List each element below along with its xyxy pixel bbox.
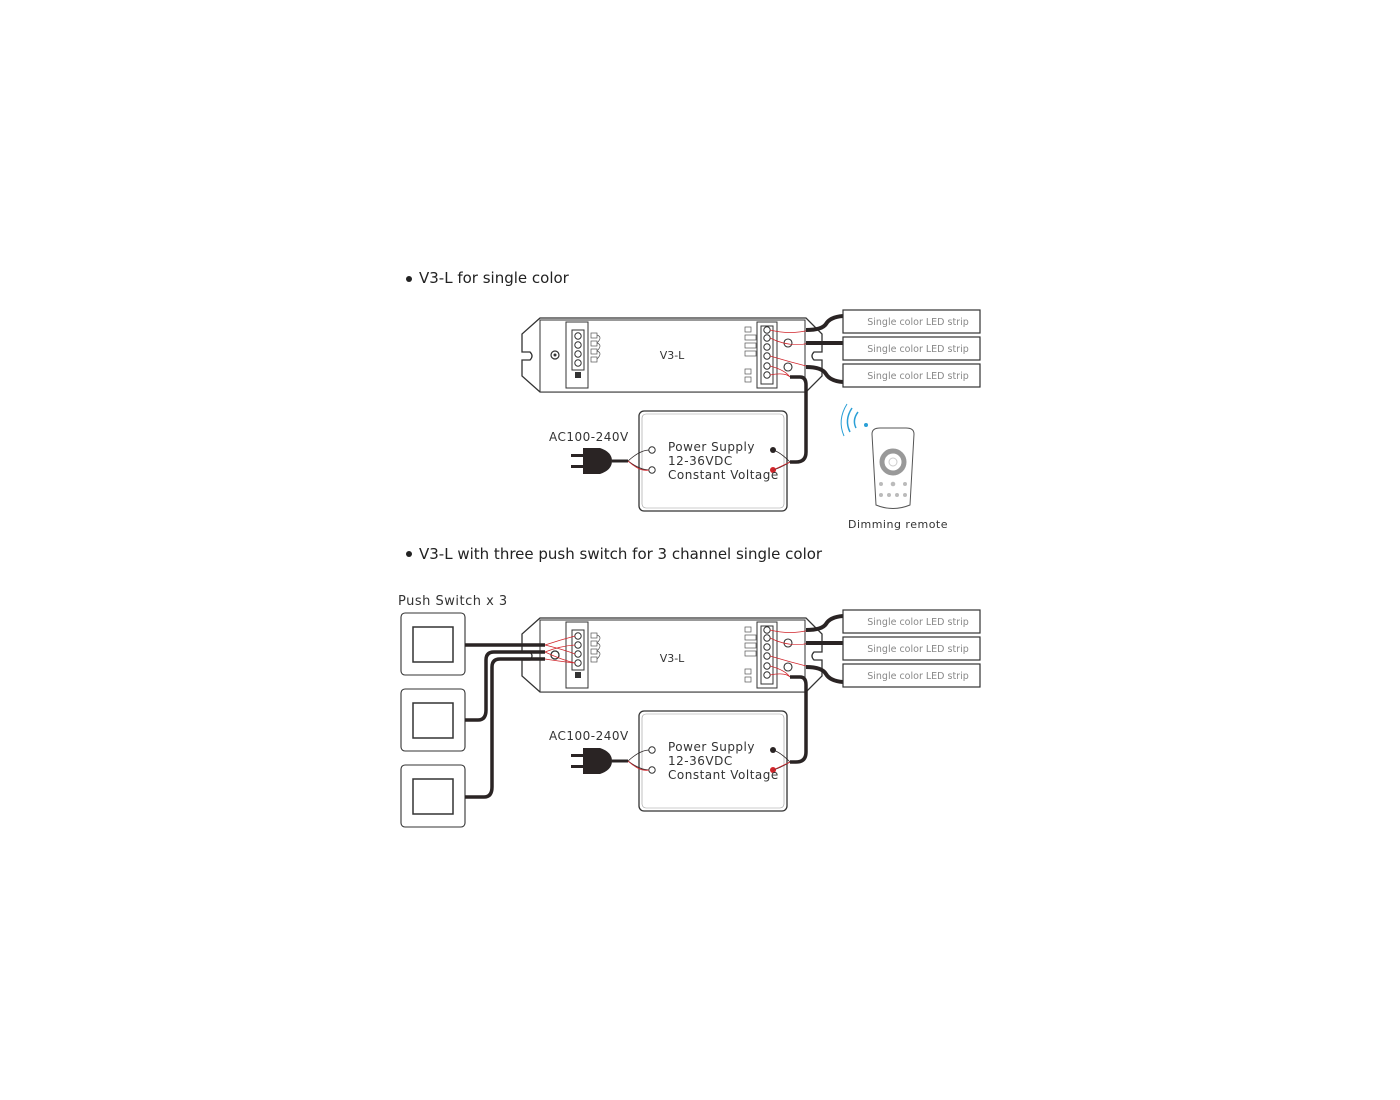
psu-line3: Constant Voltage xyxy=(668,768,779,782)
psu-line1: Power Supply xyxy=(668,740,755,754)
section-title: V3-L for single color xyxy=(419,269,570,287)
led-strip-label: Single color LED strip xyxy=(867,671,969,682)
led-strip-label: Single color LED strip xyxy=(867,371,969,382)
psu-line3: Constant Voltage xyxy=(668,468,779,482)
controller-label: V3-L xyxy=(660,349,685,362)
section-push-switch: V3-L with three push switch for 3 channe… xyxy=(398,545,981,828)
psu-line2: 12-36VDC xyxy=(668,454,733,468)
section-single-color: V3-L for single color V3-L Single color … xyxy=(406,269,981,531)
switch-wires xyxy=(465,643,545,799)
dimming-remote xyxy=(871,427,915,509)
push-switches xyxy=(400,612,466,828)
psu-line2: 12-36VDC xyxy=(668,754,733,768)
led-strip-label: Single color LED strip xyxy=(867,644,969,655)
psu-line1: Power Supply xyxy=(668,440,755,454)
controller-label: V3-L xyxy=(660,652,685,665)
section-title: V3-L with three push switch for 3 channe… xyxy=(419,545,823,563)
bullet-icon xyxy=(406,551,412,557)
ac-label: AC100-240V xyxy=(549,729,629,743)
wireless-signal-icon xyxy=(840,403,868,437)
ac-label: AC100-240V xyxy=(549,430,629,444)
led-strip-label: Single color LED strip xyxy=(867,344,969,355)
led-strip-label: Single color LED strip xyxy=(867,317,969,328)
led-strip-label: Single color LED strip xyxy=(867,617,969,628)
push-switch-label: Push Switch x 3 xyxy=(398,594,508,609)
remote-label: Dimming remote xyxy=(848,518,948,531)
bullet-icon xyxy=(406,276,412,282)
